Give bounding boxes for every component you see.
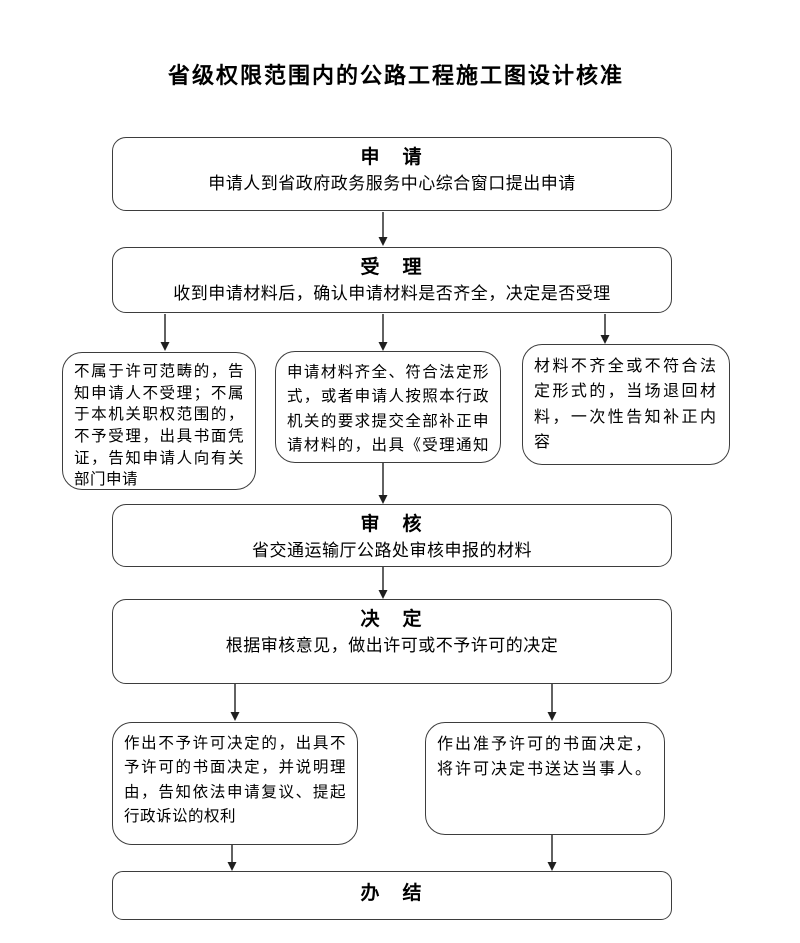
node-complete: 办 结 xyxy=(112,871,672,920)
node-decision-body: 根据审核意见，做出许可或不予许可的决定 xyxy=(225,635,559,655)
node-branch-return: 材料不齐全或不符合法定形式的，当场退回材料，一次性告知补正内容 xyxy=(522,344,730,465)
node-decision: 决 定 根据审核意见，做出许可或不予许可的决定 xyxy=(112,599,672,684)
node-apply: 申 请 申请人到省政府政务服务中心综合窗口提出申请 xyxy=(112,137,672,211)
node-accept: 受 理 收到申请材料后，确认申请材料是否齐全，决定是否受理 xyxy=(112,247,672,313)
node-deny: 作出不予许可决定的，出具不予许可的书面决定，并说明理由，告知依法申请复议、提起行… xyxy=(112,722,358,845)
node-branch-reject: 不属于许可范畴的，告知申请人不受理；不属于本机关职权范围的，不予受理，出具书面凭… xyxy=(62,352,256,490)
arrow-deny-to-complete xyxy=(227,845,237,871)
node-decision-header: 决 定 xyxy=(360,609,424,630)
arrow-notice-to-review xyxy=(378,463,388,504)
arrow-decision-to-deny xyxy=(230,684,240,721)
node-branch-notice: 申请材料齐全、符合法定形式，或者申请人按照本行政机关的要求提交全部补正申请材料的… xyxy=(275,351,501,463)
node-grant: 作出准予许可的书面决定，将许可决定书送达当事人。 xyxy=(425,722,665,835)
node-review-body: 省交通运输厅公路处审核申报的材料 xyxy=(252,540,532,560)
page-title: 省级权限范围内的公路工程施工图设计核准 xyxy=(167,63,624,88)
node-accept-header: 受 理 xyxy=(360,257,424,278)
node-apply-header: 申 请 xyxy=(360,147,424,168)
node-accept-body: 收到申请材料后，确认申请材料是否齐全，决定是否受理 xyxy=(173,283,611,303)
node-review: 审 核 省交通运输厅公路处审核申报的材料 xyxy=(112,504,672,567)
arrow-grant-to-complete xyxy=(547,835,557,871)
arrow-review-to-decision xyxy=(378,567,388,599)
node-apply-body: 申请人到省政府政务服务中心综合窗口提出申请 xyxy=(208,173,576,193)
arrow-accept-to-reject xyxy=(160,314,170,351)
node-review-header: 审 核 xyxy=(360,514,424,535)
arrow-decision-to-grant xyxy=(547,684,557,721)
arrow-apply-to-accept xyxy=(378,212,388,246)
arrow-accept-to-return xyxy=(600,314,610,344)
node-complete-header: 办 结 xyxy=(360,883,424,904)
arrow-accept-to-notice xyxy=(378,314,388,351)
